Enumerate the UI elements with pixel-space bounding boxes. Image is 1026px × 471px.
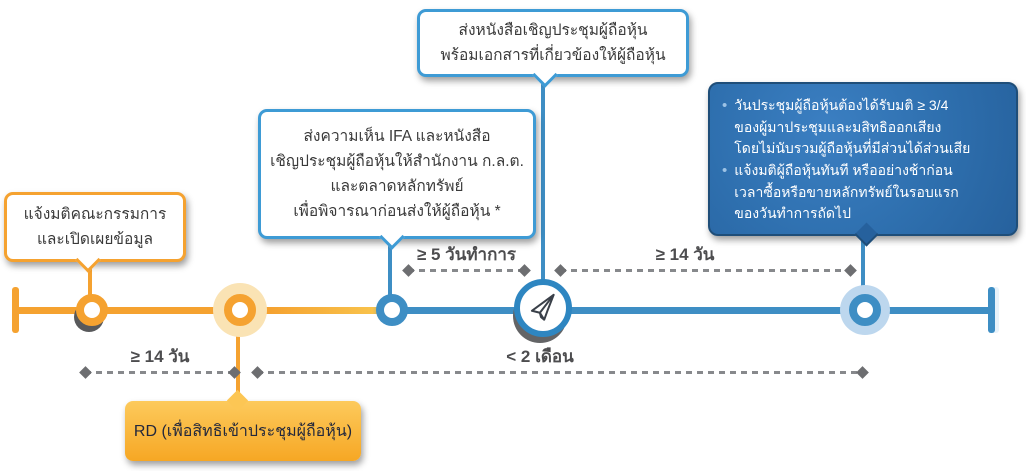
info-bullet-2: • แจ้งมติผู้ถือหุ้นทันที หรืออย่างช้าก่อ… (722, 160, 1006, 225)
callout-text: ส่งความเห็น IFA และหนังสือ (303, 127, 491, 145)
callout-board-resolution: แจ้งมติคณะกรรมการ และเปิดเผยข้อมูล (4, 192, 186, 273)
interval-label-below-left: ≥ 14 วัน (130, 347, 190, 366)
callout-send-invitation: ส่งหนังสือเชิญประชุมผู้ถือหุ้น พร้อมเอกส… (417, 9, 689, 88)
interval-label-above-mid: ≥ 5 วันทำการ (416, 245, 517, 264)
bullet-text: แจ้งมติผู้ถือหุ้นทันที หรืออย่างช้าก่อน … (734, 162, 959, 222)
diamond-endpoint-icon (251, 366, 264, 379)
diamond-endpoint-icon (844, 264, 857, 277)
timeline-end-cap (988, 287, 995, 333)
callout-text: เพื่อพิจารณาก่อนส่งให้ผู้ถือหุ้น * (293, 203, 501, 221)
callout-text: พร้อมเอกสารที่เกี่ยวข้องให้ผู้ถือหุ้น (440, 47, 666, 64)
node-board-resolution (76, 294, 108, 326)
callout-text: เชิญประชุมผู้ถือหุ้นให้สำนักงาน ก.ล.ต. (270, 152, 524, 170)
bullet-icon: • (722, 162, 728, 180)
info-bullet-1: • วันประชุมผู้ถือหุ้นต้องได้รับมติ ≥ 3/4… (722, 95, 1006, 160)
timeline-start-cap (12, 287, 19, 333)
node-ifa-submission (376, 294, 408, 326)
timeline-bar (15, 307, 995, 314)
diamond-endpoint-icon (856, 366, 869, 379)
node-record-date (224, 294, 256, 326)
connector-board-callout (88, 256, 92, 300)
callout-text: ส่งหนังสือเชิญประชุมผู้ถือหุ้น (458, 21, 648, 39)
connector-invite-callout (541, 72, 545, 288)
info-box-meeting-rules: • วันประชุมผู้ถือหุ้นต้องได้รับมติ ≥ 3/4… (708, 82, 1018, 247)
node-meeting-day (849, 294, 881, 326)
rd-label: RD (เพื่อสิทธิเข้าประชุมผู้ถือหุ้น) (133, 422, 353, 440)
callout-pointer (854, 222, 879, 247)
connector-ifa-callout (388, 233, 392, 300)
paper-plane-icon (530, 293, 555, 321)
callout-text: และเปิดเผยข้อมูล (36, 231, 154, 248)
interval-line-above-mid (402, 264, 531, 277)
callout-pointer (226, 389, 249, 412)
node-send-invitation (514, 279, 572, 337)
interval-line-below-left (79, 366, 241, 379)
interval-label-below-mid: < 2 เดือน (506, 347, 574, 366)
connector-info-box (861, 232, 865, 292)
bullet-icon: • (722, 97, 728, 114)
callout-text: แจ้งมติคณะกรรมการ (23, 205, 167, 223)
interval-line-below-mid (251, 366, 869, 379)
callout-text: และตลาดหลักทรัพย์ (330, 178, 464, 195)
callout-ifa-opinion: ส่งความเห็น IFA และหนังสือ เชิญประชุมผู้… (258, 109, 536, 250)
rd-record-date-box: RD (เพื่อสิทธิเข้าประชุมผู้ถือหุ้น) (125, 389, 361, 461)
interval-label-above-right: ≥ 14 วัน (655, 245, 715, 264)
interval-line-above-right (554, 264, 857, 277)
diamond-endpoint-icon (554, 264, 567, 277)
bullet-text: วันประชุมผู้ถือหุ้นต้องได้รับมติ ≥ 3/4 ข… (734, 97, 971, 157)
connector-rd-box (236, 312, 240, 404)
